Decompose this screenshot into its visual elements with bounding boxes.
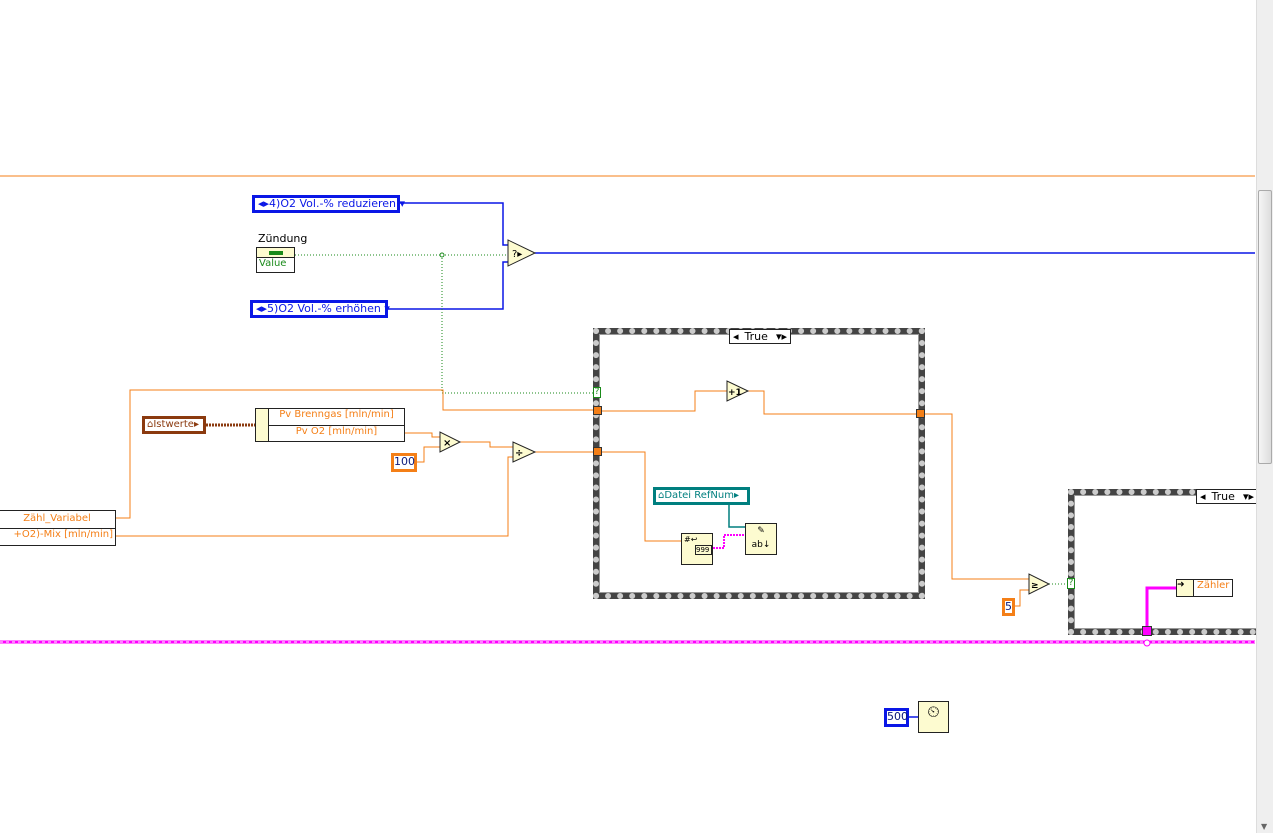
wire-junction (1143, 639, 1151, 647)
tunnel (593, 447, 602, 456)
scrollbar-thumb[interactable] (1258, 190, 1272, 464)
vertical-scrollbar[interactable]: ▼ (1256, 0, 1273, 833)
const-5[interactable]: 5 (1002, 598, 1015, 616)
case-selector-2[interactable]: ◂True▾▸ (1196, 489, 1258, 504)
multiply-icon (439, 431, 462, 453)
zuendung-property-node[interactable]: Value (256, 247, 295, 273)
svg-text:÷: ÷ (515, 448, 523, 459)
enum-constant-reduce[interactable]: ◂▸4)O2 Vol.-% reduzieren ▾ (252, 195, 405, 213)
field-mix: +O2)-Mix [mln/min] (13, 529, 113, 540)
field-pv-o2: Pv O2 [mln/min] (295, 426, 378, 437)
wire-zuendung-case (441, 255, 595, 394)
istwerte-local-variable[interactable]: ⌂Istwerte▸ (142, 416, 206, 434)
field-pv-brenngas: Pv Brenngas [mln/min] (269, 409, 404, 426)
number-to-string-icon[interactable]: #↩999 (681, 533, 713, 565)
wire-count-out (925, 413, 1029, 580)
tunnel (593, 406, 602, 415)
wire-enum-reduce (399, 202, 508, 246)
svg-text:≥: ≥ (1031, 581, 1039, 591)
wire-mult-out (460, 441, 513, 448)
write-text-file-icon[interactable]: ✎ab↓ (745, 523, 777, 555)
const-100[interactable]: 100 (391, 453, 417, 472)
zaehler-indicator[interactable]: ➜Zähler (1176, 579, 1233, 597)
case-selector-terminal: ? (593, 387, 601, 398)
wire-junction (439, 252, 445, 258)
divide-icon (512, 441, 537, 463)
case-structure-2[interactable] (1068, 489, 1268, 635)
const-500[interactable]: 500 (884, 708, 909, 727)
case-selector-terminal: ? (1067, 578, 1075, 589)
svg-text:×: × (443, 438, 451, 449)
enum-constant-increase[interactable]: ◂▸5)O2 Vol.-% erhöhen ▾ (250, 300, 390, 318)
field-zaehl-variabel: Zähl_Variabel (0, 511, 115, 529)
property-value: Value (259, 258, 287, 269)
unbundle-by-name[interactable]: Pv Brenngas [mln/min] Pv O2 [mln/min] (255, 408, 405, 442)
greater-equal-icon (1028, 573, 1051, 595)
zuendung-label: Zündung (258, 232, 308, 245)
datei-refnum-local-variable[interactable]: ⌂Datei RefNum▸ (653, 487, 750, 505)
select-icon (507, 239, 537, 267)
tunnel (1142, 626, 1152, 636)
wire-enum-increase (387, 261, 508, 310)
wire-mix (116, 456, 513, 537)
case-structure-1[interactable] (593, 328, 925, 599)
tunnel (916, 409, 925, 418)
case-selector-1[interactable]: ◂True▾▸ (729, 329, 791, 344)
wire-pv-o2 (405, 432, 440, 438)
wait-ms-icon[interactable]: ⏲ (918, 701, 949, 733)
wire-100 (417, 446, 440, 463)
scroll-down-arrow-icon[interactable]: ▼ (1261, 822, 1268, 831)
wire-5 (1015, 589, 1029, 607)
counter-cluster[interactable]: Zähl_Variabel +O2)-Mix [mln/min] (0, 510, 116, 546)
select-glyph: ?▸ (512, 249, 522, 260)
